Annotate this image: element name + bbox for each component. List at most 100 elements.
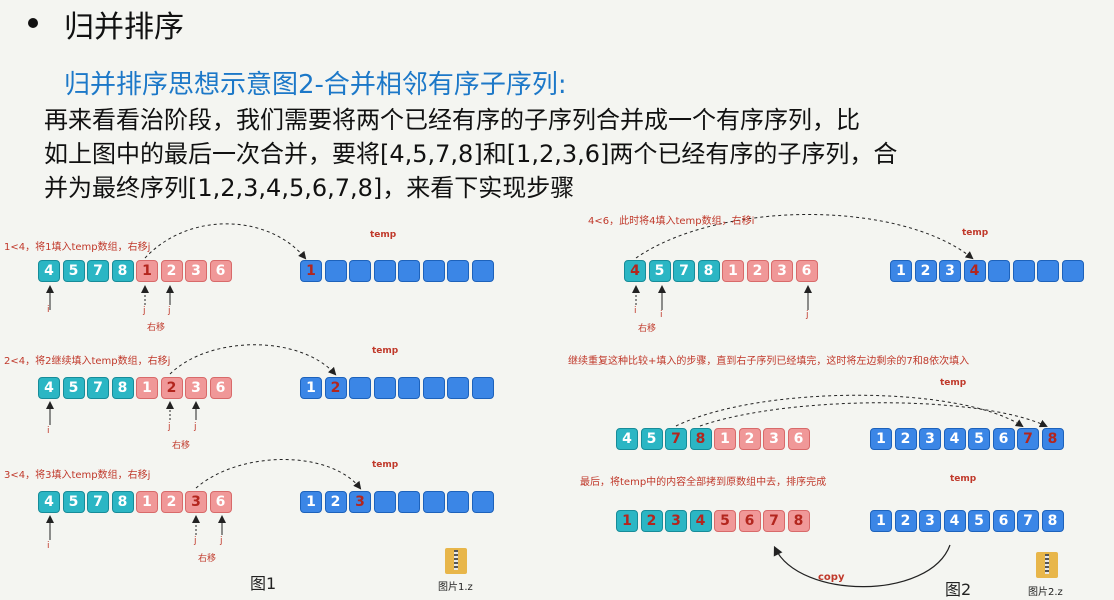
- array-cell: 8: [111, 377, 134, 399]
- temp-cell: [447, 491, 469, 513]
- array-cell: 4: [689, 510, 712, 532]
- page-title: 归并排序: [64, 10, 184, 45]
- temp-cell: [324, 260, 347, 282]
- array-cell: 3: [665, 510, 687, 532]
- array-cell: 7: [665, 428, 687, 450]
- step-4-caption: 4<6，此时将4填入temp数组，右移i: [588, 216, 755, 227]
- zip-file-name-1[interactable]: 图片1.z: [438, 582, 473, 593]
- array-cell: 6: [795, 260, 818, 282]
- temp-cell: [422, 377, 445, 399]
- temp-cell: [349, 260, 371, 282]
- step-2-move-label: 右移: [172, 441, 191, 451]
- section-subtitle: 归并排序思想示意图2-合并相邻有序子序列:: [64, 70, 567, 100]
- temp-cell: 4: [943, 428, 966, 450]
- step-2-temp-label: temp: [372, 346, 399, 356]
- step-5-temp-label: temp: [940, 378, 967, 388]
- array-cell: 5: [62, 491, 85, 513]
- array-cell: 7: [87, 377, 109, 399]
- temp-cell: [1012, 260, 1035, 282]
- temp-cell: [1061, 260, 1084, 282]
- temp-cell: [373, 260, 396, 282]
- array-cell: 6: [787, 428, 810, 450]
- paragraph-line-2: 如上图中的最后一次合并，要将[4,5,7,8]和[1,2,3,6]两个已经有序的…: [44, 140, 898, 168]
- array-cell: 2: [160, 377, 183, 399]
- array-cell: 1: [136, 491, 158, 513]
- figure-1-label: 图1: [250, 574, 277, 593]
- temp-cell: 8: [1041, 510, 1064, 532]
- step-1-pointer-i: i: [47, 305, 50, 315]
- temp-cell: [447, 377, 469, 399]
- temp-cell: [398, 491, 420, 513]
- temp-cell: [471, 260, 494, 282]
- step-4-pointer-i-old: i: [634, 306, 637, 316]
- temp-cell: 2: [324, 377, 347, 399]
- step-4-temp-label: temp: [962, 228, 989, 238]
- array-cell: 2: [746, 260, 769, 282]
- step-1-temp-label: temp: [370, 230, 397, 240]
- array-cell: 4: [38, 491, 60, 513]
- arrows-step-5: [675, 394, 1048, 428]
- temp-cell: 3: [939, 260, 961, 282]
- step-1-move-label: 右移: [147, 323, 166, 333]
- temp-cell: 1: [300, 260, 322, 282]
- zip-file-icon-2[interactable]: [1036, 548, 1058, 578]
- temp-cell: [422, 491, 445, 513]
- temp-cell: 7: [1017, 510, 1039, 532]
- temp-cell: 7: [1017, 428, 1039, 450]
- temp-cell: [398, 260, 420, 282]
- temp-cell: [447, 260, 469, 282]
- array-cell: 4: [624, 260, 646, 282]
- array-cell: 5: [640, 428, 663, 450]
- step-1-pointer-j: j: [168, 306, 171, 316]
- paragraph-line-3: 并为最终序列[1,2,3,4,5,6,7,8]，来看下实现步骤: [44, 174, 575, 202]
- temp-cell: 2: [914, 260, 937, 282]
- array-cell: 2: [640, 510, 663, 532]
- array-cell: 3: [185, 260, 207, 282]
- array-cell: 1: [616, 510, 638, 532]
- arrows-step-1: [46, 223, 307, 310]
- step-3-pointer-j: j: [220, 536, 223, 546]
- array-cell: 8: [787, 510, 810, 532]
- zip-file-icon-1[interactable]: [445, 544, 467, 574]
- array-cell: 2: [160, 260, 183, 282]
- array-cell: 7: [87, 491, 109, 513]
- step-2-pointer-j: j: [194, 422, 197, 432]
- copy-arrow: [773, 544, 951, 588]
- temp-cell: [471, 377, 494, 399]
- temp-cell: 3: [919, 510, 941, 532]
- array-cell: 5: [62, 260, 85, 282]
- temp-cell: 6: [992, 510, 1015, 532]
- figure-2-label: 图2: [945, 580, 972, 599]
- temp-cell: 4: [943, 510, 966, 532]
- temp-cell: [349, 377, 371, 399]
- temp-cell: 6: [992, 428, 1015, 450]
- temp-cell: 4: [963, 260, 986, 282]
- array-cell: 7: [673, 260, 695, 282]
- zip-file-name-2[interactable]: 图片2.z: [1028, 587, 1063, 598]
- step-1-caption: 1<4，将1填入temp数组，右移j: [4, 242, 151, 253]
- array-cell: 5: [648, 260, 671, 282]
- step-3-temp-label: temp: [372, 460, 399, 470]
- array-cell: 5: [62, 377, 85, 399]
- array-cell: 8: [697, 260, 720, 282]
- array-cell: 6: [209, 377, 232, 399]
- array-cell: 1: [136, 260, 158, 282]
- step-6-caption: 最后，将temp中的内容全部拷到原数组中去，排序完成: [580, 477, 827, 488]
- array-cell: 6: [209, 491, 232, 513]
- array-cell: 3: [763, 428, 785, 450]
- temp-cell: [471, 491, 494, 513]
- temp-cell: 2: [894, 510, 917, 532]
- temp-cell: 2: [894, 428, 917, 450]
- arrows-step-4: [632, 214, 974, 310]
- temp-cell: 1: [870, 510, 892, 532]
- temp-cell: [988, 260, 1010, 282]
- array-cell: 5: [714, 510, 736, 532]
- temp-cell: [1037, 260, 1059, 282]
- array-cell: 1: [714, 428, 736, 450]
- step-2-pointer-i: i: [47, 426, 50, 436]
- step-6-temp-label: temp: [950, 474, 977, 484]
- temp-cell: 1: [300, 377, 322, 399]
- temp-cell: 3: [349, 491, 371, 513]
- array-cell: 3: [185, 377, 207, 399]
